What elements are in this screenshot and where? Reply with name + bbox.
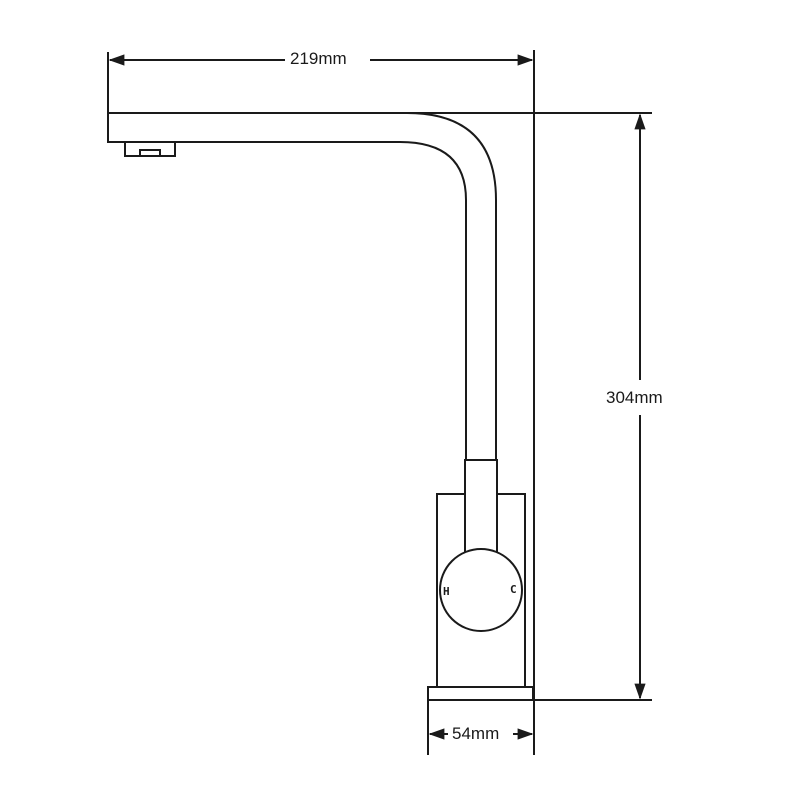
spout-collar-front <box>464 459 498 556</box>
tap-base <box>427 686 534 701</box>
cold-label: C <box>510 583 517 596</box>
handle-disc <box>439 548 523 632</box>
hot-label: H <box>443 585 450 598</box>
aerator-insert <box>139 149 161 157</box>
base-width-dimension-label: 54mm <box>448 724 504 744</box>
height-dimension-label: 304mm <box>602 388 667 408</box>
spout-outline <box>107 112 497 460</box>
reach-dimension-label: 219mm <box>286 49 351 69</box>
